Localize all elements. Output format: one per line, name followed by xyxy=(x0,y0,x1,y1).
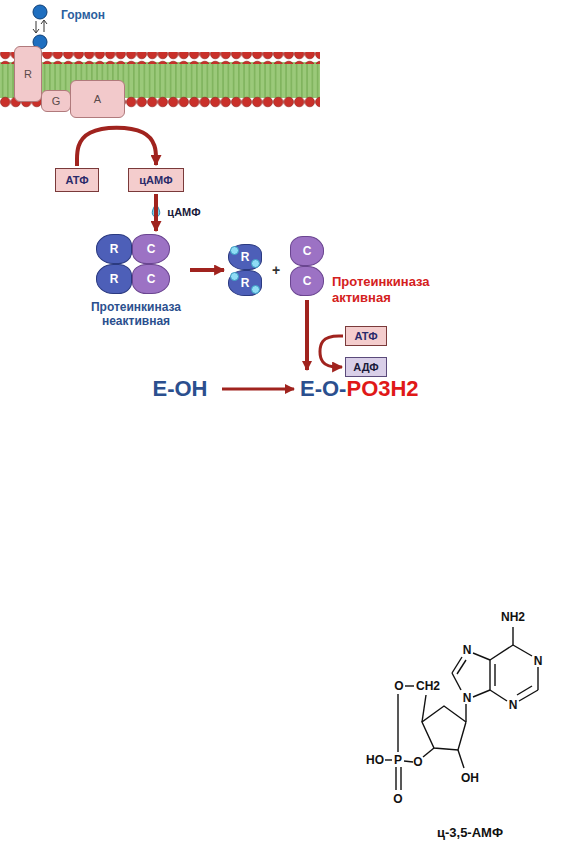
regulatory-subunit: R xyxy=(96,264,132,294)
camp-dot xyxy=(230,272,239,281)
catalytic-subunit: C xyxy=(132,264,170,294)
receptor-protein: R xyxy=(14,46,42,102)
node-text: R xyxy=(241,250,250,264)
active-kinase: CCПротеинкиназа активная xyxy=(290,236,450,296)
node-text: R xyxy=(110,242,119,256)
atom-label: CH2 xyxy=(416,680,440,692)
reaction-arrow xyxy=(154,194,158,231)
atom-label: N xyxy=(509,699,518,711)
atom-label: N xyxy=(463,644,472,656)
atom-label: N xyxy=(463,692,472,704)
atom-label: NH2 xyxy=(501,611,525,623)
node-text: G xyxy=(52,95,61,107)
camp-structure xyxy=(385,627,538,790)
camp-label: цАМФ xyxy=(167,207,200,218)
camp-box: цАМФ xyxy=(128,168,184,192)
camp-dot xyxy=(251,285,260,294)
atom-label: O xyxy=(393,793,402,805)
node-text: C xyxy=(303,274,312,288)
reaction-arrow xyxy=(320,336,343,367)
compound-name: ц-3,5-АМФ xyxy=(437,826,503,839)
node-text: C xyxy=(147,242,156,256)
phosphate-group: PO3H2 xyxy=(346,378,418,400)
node-text: R xyxy=(24,68,32,80)
atp-box: АТФ xyxy=(345,326,387,346)
kinase-arrow xyxy=(305,300,309,370)
inactive-kinase: RCRCПротеинкиназа неактивная xyxy=(84,234,188,316)
reaction-arrow xyxy=(190,268,224,272)
g-protein: G xyxy=(41,90,71,112)
atp-box: АТФ xyxy=(55,168,99,192)
node-text: R xyxy=(110,272,119,286)
adenylate-cyclase: A xyxy=(70,80,125,118)
atom-label: HO xyxy=(366,754,384,766)
hormone-label: Гормон xyxy=(61,9,105,21)
atom-label: OH xyxy=(461,772,479,784)
catalytic-subunit: C xyxy=(132,234,170,264)
plus-sign: + xyxy=(272,263,280,277)
hormone-molecule xyxy=(33,5,47,49)
node-text: R xyxy=(241,276,250,290)
node-text: цАМФ xyxy=(139,174,172,186)
node-text: C xyxy=(303,244,312,258)
kinase-heading: Протеинкиназа активная xyxy=(332,274,450,305)
node-text: АТФ xyxy=(354,330,377,342)
regulatory-subunit: R xyxy=(96,234,132,264)
node-text: A xyxy=(94,93,101,105)
catalytic-subunit: C xyxy=(290,266,324,296)
reaction-arrow xyxy=(77,128,156,166)
regulatory-subunit: R xyxy=(228,244,262,270)
atom-label: P xyxy=(394,754,402,766)
node-text: АТФ xyxy=(65,174,88,186)
node-text: АДФ xyxy=(353,361,378,373)
adp-box: АДФ xyxy=(345,357,387,377)
regulatory-subunit: R xyxy=(228,270,262,296)
camp-dot xyxy=(230,246,239,255)
reaction-arrow xyxy=(222,388,294,391)
catalytic-subunit: C xyxy=(290,236,324,266)
camp-dot xyxy=(251,259,260,268)
product-formula: E-O- xyxy=(300,378,346,400)
atom-label: O xyxy=(394,680,403,692)
atom-label: O xyxy=(413,756,422,768)
node-text: C xyxy=(147,272,156,286)
substrate-formula: E-OH xyxy=(153,378,208,400)
atom-label: N xyxy=(534,655,543,667)
kinase-heading: Протеинкиназа неактивная xyxy=(84,300,188,329)
